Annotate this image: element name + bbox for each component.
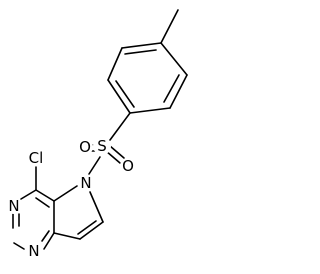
pyrrole-nitrogen-label: N: [80, 174, 91, 192]
bond-ring-1-inner: [124, 49, 157, 55]
bond-c6-c7: [79, 221, 104, 240]
pyrrolopyrimidine-core: [12, 166, 104, 250]
pyrimidine-nitrogen-upper-label: N: [8, 197, 19, 215]
bond-ring-6: [160, 42, 188, 76]
bond-s-o-right-a: [109, 145, 125, 159]
bond-ring-4: [129, 107, 171, 114]
pyrimidine-nitrogen-lower-label: N: [28, 242, 39, 260]
chlorine-label: Cl: [29, 149, 44, 167]
bond-methyl: [160, 9, 179, 44]
bond-sulfur-nitrogen: [88, 156, 101, 175]
bond-ring-1: [121, 42, 162, 49]
oxygen-left-label: O: [79, 138, 91, 156]
atom-labels: S O O N Cl N N: [6, 137, 136, 260]
bond-n5-c4a: [53, 185, 78, 202]
bond-s-o-right-b: [105, 150, 121, 164]
oxygen-right-label: O: [122, 157, 134, 175]
bond-aryl-sulfur: [109, 112, 131, 141]
bond-ring-3: [107, 79, 131, 114]
bond-n1-c7a: [43, 232, 55, 250]
chemical-structure-diagram: S O O N Cl N N: [6, 9, 188, 260]
bond-ring-5: [169, 74, 188, 109]
bond-c4a-c4-inner: [35, 197, 50, 208]
bond-n1-c7a-inner: [41, 230, 50, 242]
bond-c7-c7a: [53, 232, 81, 240]
bond-n5-c6: [89, 191, 104, 223]
bond-c2-n1: [13, 242, 25, 250]
bond-c4-n3: [20, 189, 37, 200]
bond-ring-5-inner: [163, 74, 180, 103]
bond-ring-2: [107, 47, 123, 81]
bond-c4a-c4: [35, 189, 55, 202]
toluene-ring: [107, 9, 188, 114]
sulfur-label: S: [97, 137, 107, 155]
bond-ring-3-inner: [115, 80, 135, 108]
bond-c6-c7-inner: [77, 220, 97, 235]
